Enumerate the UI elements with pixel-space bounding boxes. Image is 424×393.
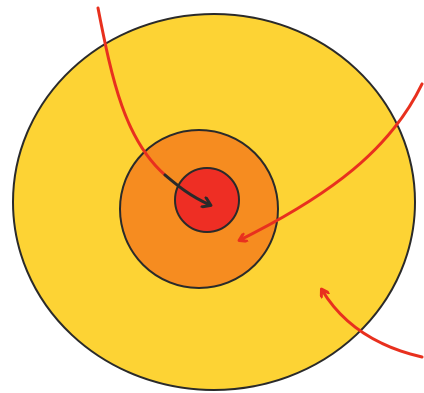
inner-circle <box>175 168 239 232</box>
